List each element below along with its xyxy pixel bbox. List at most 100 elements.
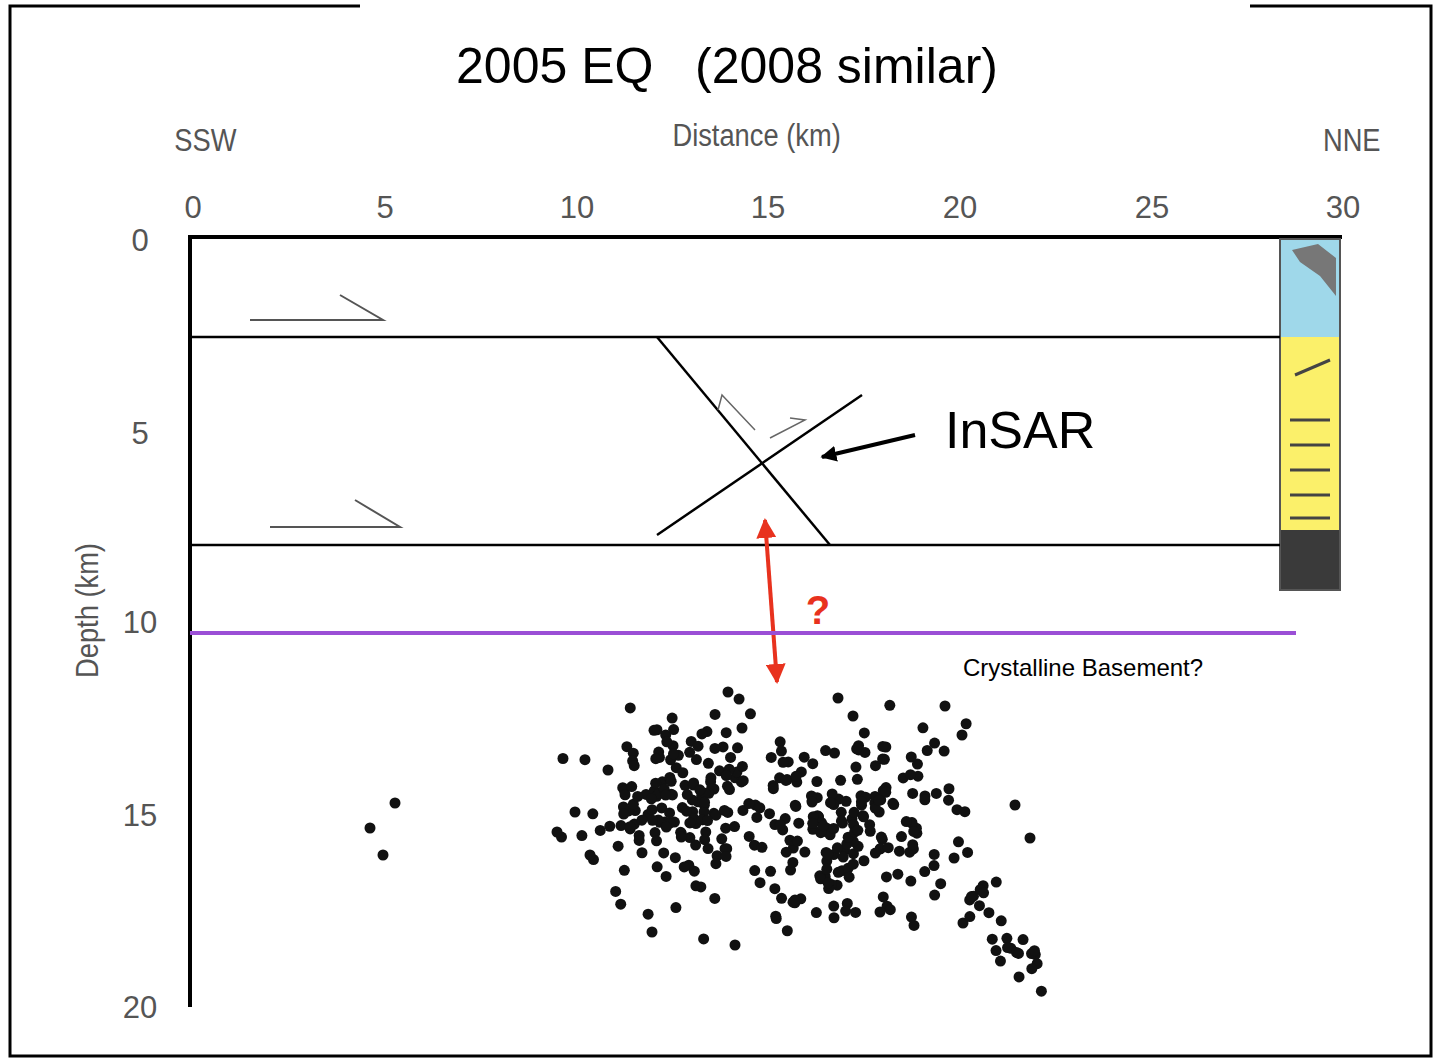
hypocenter-dot [647, 815, 658, 826]
hypocenter-dot [719, 805, 730, 816]
hypocenter-dot [823, 877, 834, 888]
hypocenter-dot [721, 770, 732, 781]
hypocenter-dot [1025, 833, 1036, 844]
hypocenter-dot [1013, 948, 1024, 959]
hypocenter-dot [888, 799, 899, 810]
hypocenter-dot [682, 789, 693, 800]
hypocenter-dot [820, 745, 831, 756]
hypocenter-dot [668, 748, 679, 759]
hypocenter-dot [991, 945, 1002, 956]
leader-arrow [822, 435, 915, 457]
hypocenter-dot [647, 804, 658, 815]
hypocenter-dot [957, 730, 968, 741]
hypocenter-dot [877, 754, 888, 765]
hypocenter-dot [743, 798, 754, 809]
tick-number: 20 [943, 192, 977, 223]
hypocenter-dot [636, 847, 647, 858]
lower-horizon [190, 544, 1280, 547]
hypocenter-dot [870, 848, 881, 859]
chart-title: 2005 EQ (2008 similar) [456, 41, 998, 91]
hypocenter-dot [738, 775, 749, 786]
hypocenter-dot [615, 899, 626, 910]
hypocenter-dot [983, 907, 994, 918]
hypocenter-dot [1010, 800, 1021, 811]
hypocenter-dot [859, 727, 870, 738]
hypocenter-dot [702, 815, 713, 826]
hypocenter-dot [949, 852, 960, 863]
hypocenter-dot [828, 901, 839, 912]
axis-title: Depth (km) [73, 543, 104, 678]
hypocenter-dot [661, 871, 672, 882]
hypocenter-dot [896, 831, 907, 842]
hypocenter-dot [876, 832, 887, 843]
hypocenter-dot [703, 843, 714, 854]
tick-number: 10 [123, 607, 157, 638]
hypocenter-dot [811, 776, 822, 787]
hypocenter-dot [833, 693, 844, 704]
hypocenter-dot [807, 797, 818, 808]
hypocenter-dot [818, 820, 829, 831]
fault [657, 337, 830, 545]
hypocenter-dot [643, 909, 654, 920]
strat-column [1280, 239, 1340, 590]
hypocenter-dot [610, 886, 621, 897]
hypocenter-dot [390, 798, 401, 809]
hypocenter-dot [852, 825, 863, 836]
hypocenter-dot [666, 776, 677, 787]
hypocenter-dot [884, 700, 895, 711]
hypocenter-dot [1026, 963, 1037, 974]
hypocenter-dot [660, 790, 671, 801]
tick-number: 10 [560, 192, 594, 223]
hypocenter-dot [850, 762, 861, 773]
hypocenter-dot [929, 849, 940, 860]
hypocenter-dot [552, 827, 563, 838]
hypocenter-dot [776, 746, 787, 757]
strat-middle [1280, 337, 1340, 530]
hypocenter-dot [677, 767, 688, 778]
hypocenter-dot [832, 842, 843, 853]
axis-title: Distance (km) [673, 120, 841, 151]
hypocenter-dot [856, 796, 867, 807]
hypocenter-dot [822, 849, 833, 860]
hypocenter-dot [894, 846, 905, 857]
gap-arrow [765, 520, 777, 682]
hypocenter-dot [732, 742, 743, 753]
hypocenter-dot [658, 847, 669, 858]
hypocenter-dot [962, 847, 973, 858]
hypocenter-dot [378, 850, 389, 861]
note-label: Crystalline Basement? [963, 656, 1203, 680]
hypocenter-dot [693, 741, 704, 752]
hypocenter-dot [943, 783, 954, 794]
top-axis [190, 235, 1342, 239]
hypocenter-dot [821, 864, 832, 875]
hypocenter-dot [841, 796, 852, 807]
tick-number: 0 [184, 192, 201, 223]
hypocenter-dot [858, 855, 869, 866]
hypocenter-dot [595, 825, 606, 836]
hypocenter-dot [751, 812, 762, 823]
hypocenter-dot [730, 940, 741, 951]
question-mark: ? [806, 590, 830, 630]
tick-number: 5 [376, 192, 393, 223]
hypocenter-dot [1036, 986, 1047, 997]
slip-arrows [250, 295, 400, 527]
hypocenter-dot [919, 866, 930, 877]
hypocenter-dot [681, 806, 692, 817]
hypocenter-dot [745, 708, 756, 719]
direction-label: SSW [174, 125, 236, 156]
hypocenter-dot [901, 816, 912, 827]
hypocenter-dot [626, 781, 637, 792]
hypocenter-dot [939, 746, 950, 757]
hypocenter-dot [696, 728, 707, 739]
hypocenter-dot [705, 772, 716, 783]
fault-slip-arrows [718, 395, 805, 438]
hypocenter-dot [629, 760, 640, 771]
title-patch [360, 0, 1250, 112]
hypocenter-dot [790, 801, 801, 812]
hypocenter-dot [875, 907, 886, 918]
hypocenter-dot [851, 743, 862, 754]
hypocenter-dot [557, 753, 568, 764]
hypocenter-dot [684, 817, 695, 828]
strat-lower [1280, 530, 1340, 590]
